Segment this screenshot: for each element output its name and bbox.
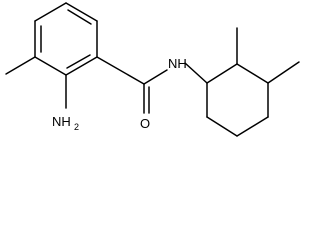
ring-bond (65, 56, 98, 76)
ring-bond (34, 2, 67, 22)
amine-subscript: 2 (74, 122, 79, 132)
ring-bond (236, 116, 269, 137)
structure-canvas: NH 2 O NH (5, 2, 300, 137)
ring-bond (236, 63, 269, 84)
molecule-diagram: NH 2 O NH (5, 2, 300, 137)
amide-nh-label: NH (168, 56, 187, 71)
methyl-bond (267, 61, 300, 84)
amine-symbol: NH (52, 114, 71, 129)
ring-bond (206, 116, 238, 137)
ring-bond (34, 56, 67, 76)
ring-bond (65, 2, 98, 22)
ring-double-bond (67, 9, 92, 25)
cyclohexane-ring (206, 63, 269, 137)
methyl-bond (5, 56, 36, 75)
ring-bond (206, 63, 238, 84)
amide-to-ring-bond (184, 62, 208, 84)
benzene-ring (34, 2, 98, 76)
ring-to-carbonyl-bond (96, 56, 145, 85)
amine-label: NH 2 (52, 114, 79, 132)
ring-double-bond (66, 54, 91, 69)
oxygen-label: O (140, 116, 150, 131)
carbonyl-to-amide-bond (143, 69, 168, 85)
